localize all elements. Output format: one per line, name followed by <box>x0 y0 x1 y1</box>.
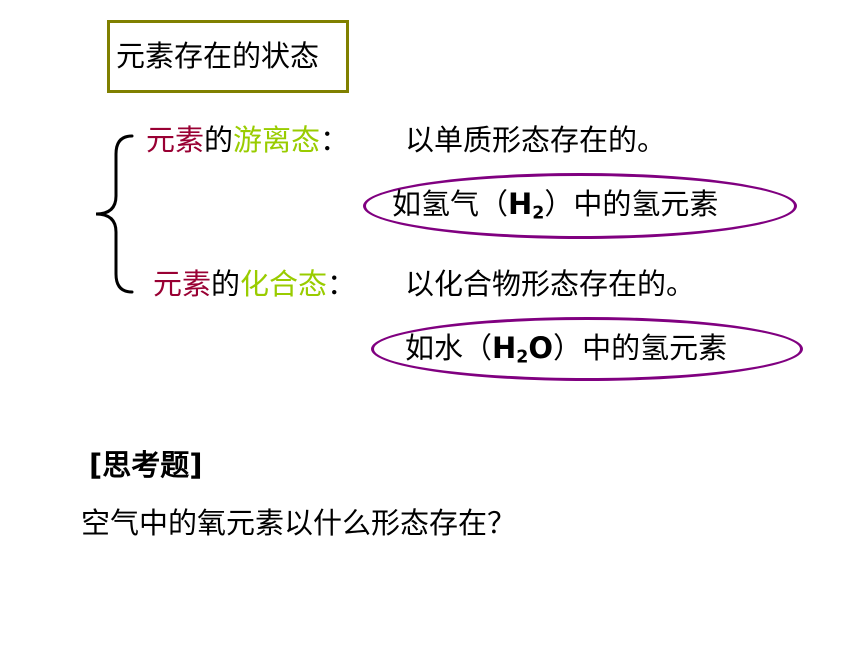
free-state-colon: ： <box>320 123 350 157</box>
formula-element: H <box>492 331 517 365</box>
combined-state-example-ellipse <box>371 317 803 381</box>
formula-subscript: 2 <box>516 347 529 368</box>
free-state-label: 元素的游离态： <box>146 122 349 158</box>
formula-subscript: 2 <box>532 203 545 224</box>
combined-example-prefix: 如水（ <box>405 331 493 365</box>
free-state-name: 游离态 <box>233 123 321 157</box>
free-state-term: 元素 <box>146 123 205 157</box>
formula-element: O <box>528 331 554 365</box>
combined-state-term: 元素 <box>153 267 212 301</box>
combined-example-suffix: ）中的氢元素 <box>553 331 728 365</box>
combined-state-name: 化合态 <box>240 267 328 301</box>
combined-state-particle: 的 <box>211 267 241 301</box>
combined-state-label: 元素的化合态： <box>153 266 356 302</box>
free-example-suffix: ）中的氢元素 <box>544 187 719 221</box>
combined-state-example: 如水（H2O）中的氢元素 <box>405 330 727 366</box>
page-title: 元素存在的状态 <box>116 39 320 73</box>
curly-brace-icon <box>95 134 134 294</box>
free-state-example: 如氢气（H2）中的氢元素 <box>392 186 718 222</box>
free-state-example-ellipse <box>363 173 797 239</box>
free-example-formula: H2 <box>508 187 545 224</box>
combined-state-definition: 以化合物形态存在的。 <box>405 267 696 301</box>
combined-state-colon: ： <box>327 267 357 301</box>
free-state-particle: 的 <box>204 123 234 157</box>
free-state-definition: 以单质形态存在的。 <box>405 123 667 157</box>
free-example-prefix: 如氢气（ <box>392 187 509 221</box>
title-box: 元素存在的状态 <box>107 20 349 93</box>
question-label: [思考题] <box>89 448 203 482</box>
formula-element: H <box>508 187 533 221</box>
combined-example-formula: H2O <box>492 331 554 368</box>
question-text: 空气中的氧元素以什么形态存在？ <box>81 506 517 540</box>
